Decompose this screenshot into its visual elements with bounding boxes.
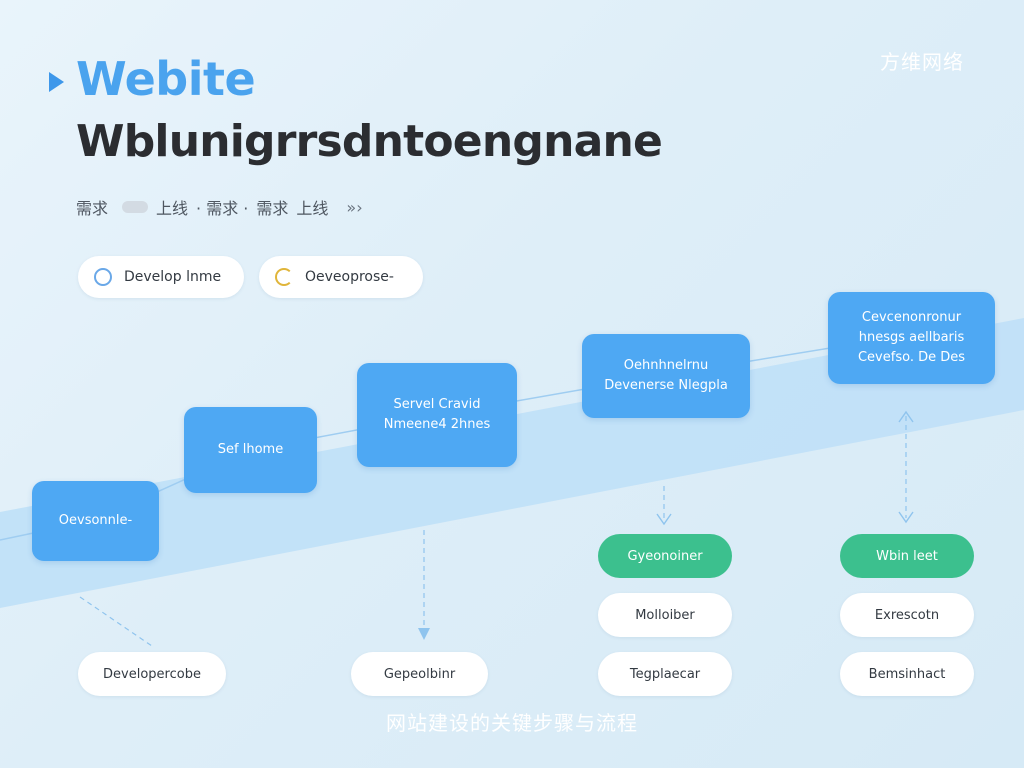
chip-label: Oeveoprose- — [305, 269, 394, 285]
step-item: 上线 — [296, 199, 329, 218]
output-pill: Gepeolbinr — [351, 652, 488, 696]
stage-box: Sef lhome — [184, 407, 317, 493]
step-item: 需求 — [76, 199, 109, 218]
caption: 网站建设的关键步骤与流程 — [386, 711, 638, 735]
title-accent: Webite — [76, 52, 256, 106]
blurred-step — [122, 201, 149, 213]
output-pill-green: Gyeonoiner — [598, 534, 732, 578]
output-pill: Developercobe — [78, 652, 226, 696]
legend-chip: Oeveoprose- — [259, 256, 423, 298]
chevron-right-icon: »› — [346, 197, 363, 217]
stage-box: Oehnhnelrnu Devenerse Nlegpla — [582, 334, 750, 418]
stage-text: Devenerse Nlegpla — [604, 378, 728, 393]
connector-stage1-output — [79, 596, 153, 647]
stage-text: Servel Cravid — [393, 397, 481, 412]
stage-box: Oevsonnle- — [32, 481, 159, 561]
output-pill-green: Wbin leet — [840, 534, 974, 578]
output-pill: Bemsinhact — [840, 652, 974, 696]
refresh-icon — [275, 268, 293, 286]
step-item: · 需求 · — [196, 199, 249, 218]
arrowhead-down-icon — [656, 513, 672, 526]
brand-label: 方维网络 — [880, 50, 964, 74]
arrowhead-up-icon — [898, 410, 914, 423]
output-pill: Tegplaecar — [598, 652, 732, 696]
chip-label: Develop lnme — [124, 269, 222, 285]
output-pill: Exrescotn — [840, 593, 974, 637]
circle-icon — [94, 268, 112, 286]
stage-box: Cevcenonronur hnesgs aellbaris Cevefso. … — [828, 292, 995, 384]
stage-text: hnesgs aellbaris — [858, 330, 965, 345]
stage-text: Cevcenonronur — [861, 310, 962, 325]
step-item: 上线 — [156, 199, 189, 218]
output-pill: Molloiber — [598, 593, 732, 637]
stage-box: Servel Cravid Nmeene4 2hnes — [357, 363, 517, 467]
stage-text: Oehnhnelrnu — [623, 358, 709, 373]
stage-text: Sef lhome — [217, 442, 284, 457]
stage-text: Oevsonnle- — [58, 513, 133, 528]
stage-text: Nmeene4 2hnes — [383, 417, 491, 432]
legend-chip: Develop lnme — [78, 256, 244, 298]
arrowhead-down-icon — [418, 628, 430, 640]
step-item: 需求 — [256, 199, 289, 218]
steps-breadcrumb: 需求 上线 · 需求 · 需求 上线 »› — [76, 195, 363, 219]
play-icon — [49, 72, 64, 92]
stage-text: Cevefso. De Des — [857, 350, 966, 365]
page-title: Wblunigrrsdntoengnane — [76, 116, 663, 167]
arrowhead-down-icon — [898, 511, 914, 524]
